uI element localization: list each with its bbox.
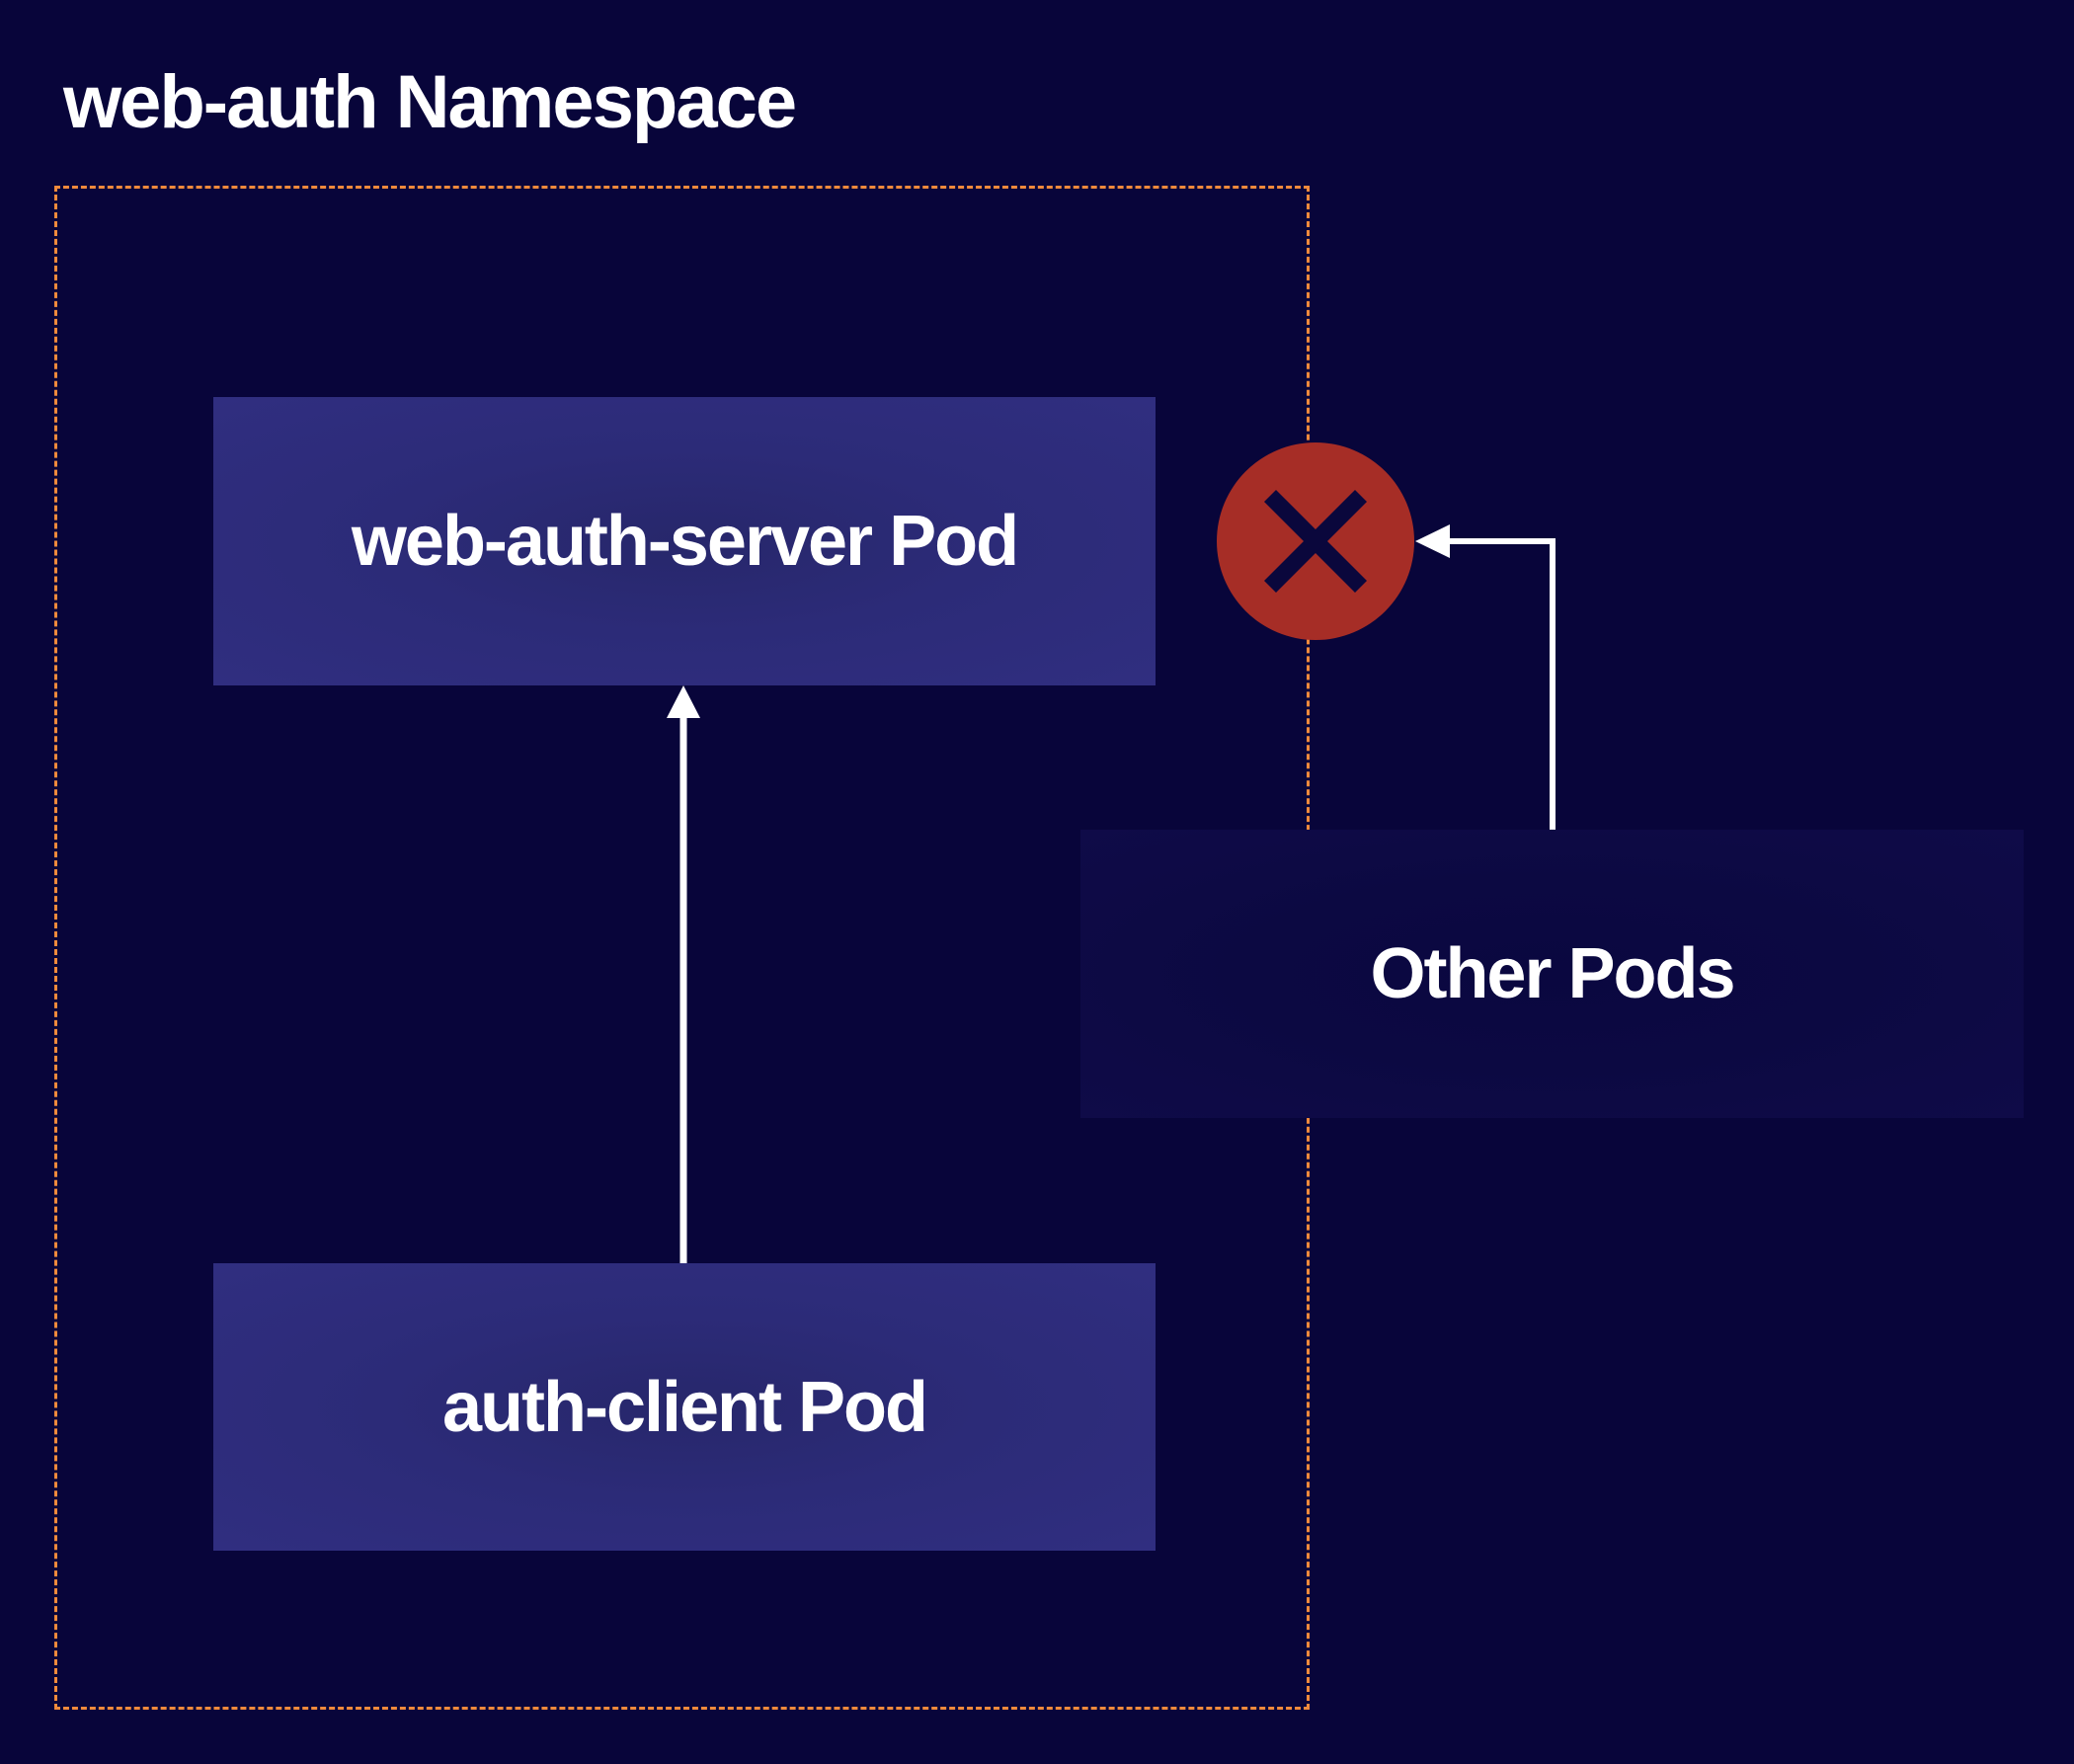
- blocked-x-icon: [1217, 442, 1414, 640]
- other-pods: Other Pods: [1080, 830, 2024, 1118]
- auth-client-pod-label: auth-client Pod: [442, 1367, 928, 1447]
- allowed-arrow: [667, 685, 700, 1263]
- auth-client-pod: auth-client Pod: [213, 1263, 1156, 1551]
- blocked-arrow: [1415, 524, 1556, 830]
- web-auth-server-pod-label: web-auth-server Pod: [351, 502, 1019, 581]
- web-auth-server-pod: web-auth-server Pod: [213, 397, 1156, 685]
- namespace-title: web-auth Namespace: [63, 60, 797, 144]
- other-pods-label: Other Pods: [1370, 934, 1735, 1013]
